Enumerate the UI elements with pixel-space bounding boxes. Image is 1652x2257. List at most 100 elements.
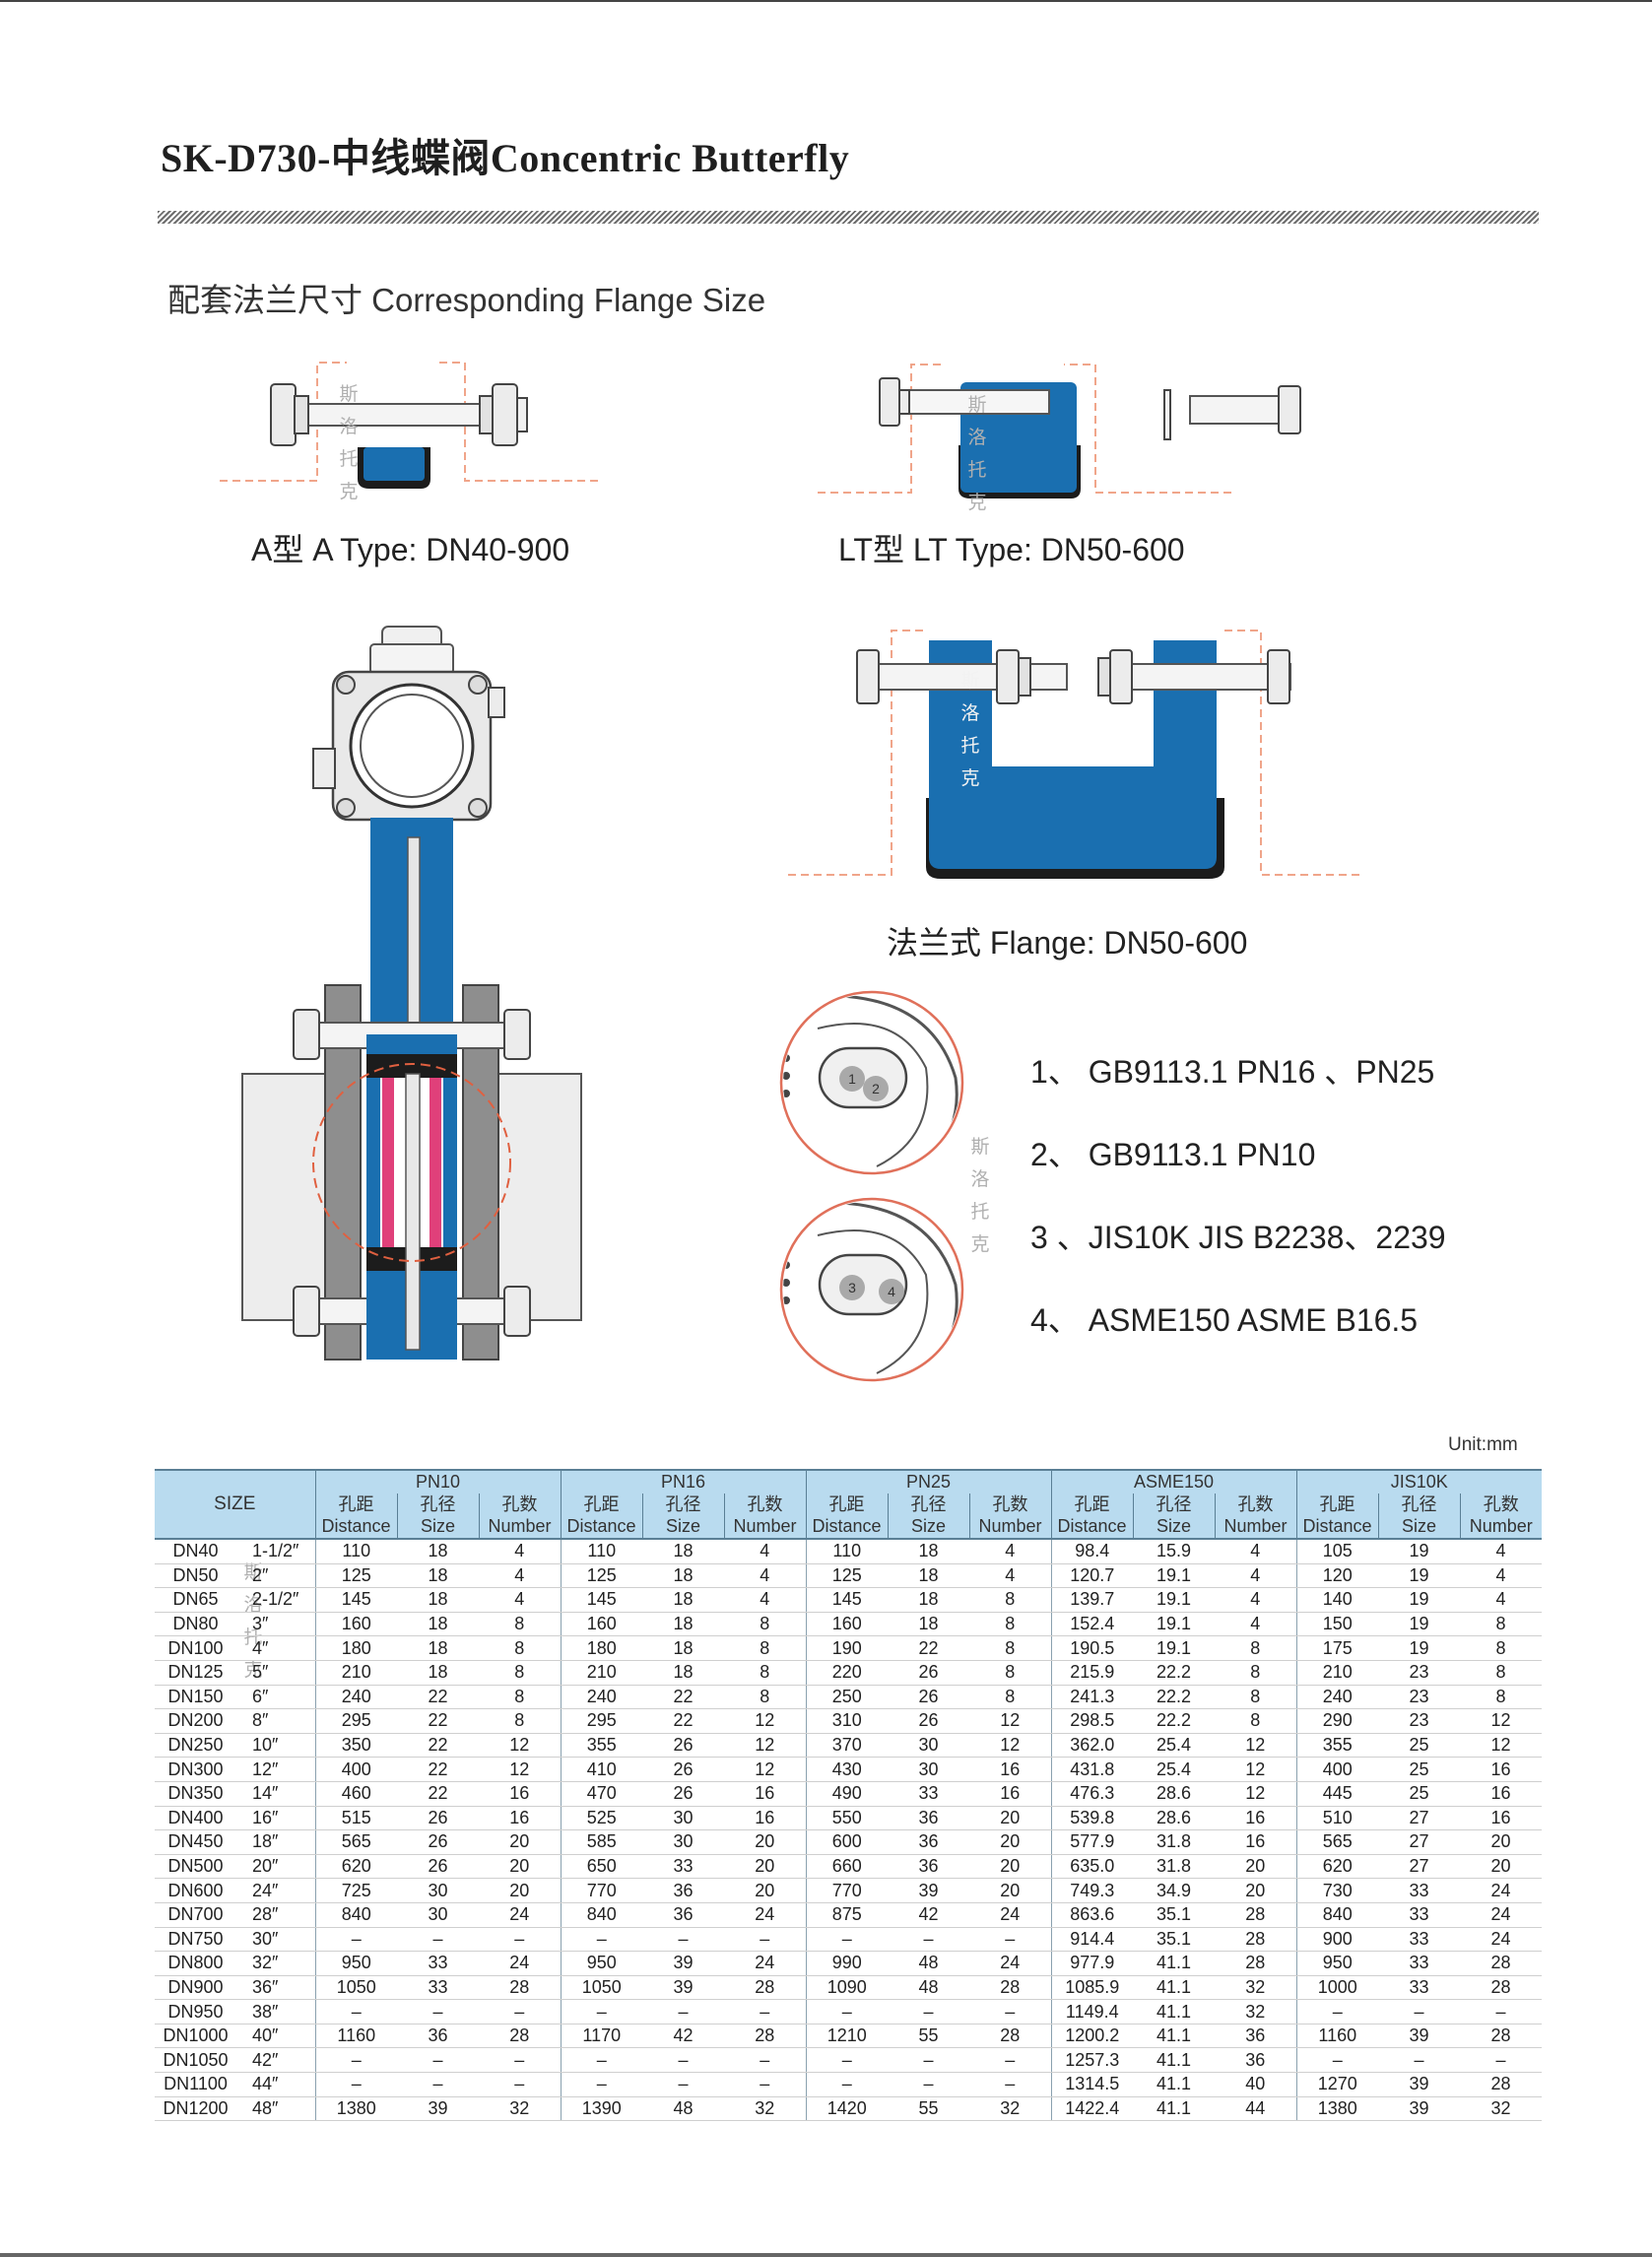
value-cell: 19 xyxy=(1378,1612,1461,1637)
dn-size-cell: DN950 xyxy=(155,1999,236,2025)
value-cell: 900 xyxy=(1295,1927,1379,1953)
value-cell: 28.6 xyxy=(1133,1806,1216,1831)
value-cell: 400 xyxy=(314,1757,398,1782)
value-cell: 1160 xyxy=(1295,2024,1379,2049)
value-cell: – xyxy=(642,2047,725,2074)
value-cell: 577.9 xyxy=(1050,1829,1134,1855)
value-cell: 18 xyxy=(888,1563,970,1589)
value-cell: 28 xyxy=(1215,1927,1297,1953)
value-cell: 32 xyxy=(724,2096,807,2122)
value-cell: 12 xyxy=(724,1757,807,1782)
value-cell: 20 xyxy=(969,1854,1052,1880)
value-cell: – xyxy=(1295,1999,1379,2025)
dn-size-cell: DN40 xyxy=(155,1537,236,1564)
value-cell: 28 xyxy=(1215,1951,1297,1976)
value-cell: 660 xyxy=(805,1854,889,1880)
value-cell: 1200.2 xyxy=(1050,2024,1134,2049)
value-cell: 39 xyxy=(397,2096,480,2122)
value-cell: 33 xyxy=(397,1951,480,1976)
value-cell: 4 xyxy=(724,1563,807,1589)
value-cell: 240 xyxy=(1295,1685,1379,1710)
detail-label-2: 2 xyxy=(863,1076,889,1101)
value-cell: 19 xyxy=(1378,1537,1461,1564)
value-cell: 18 xyxy=(642,1587,725,1613)
value-cell: 12 xyxy=(969,1733,1052,1759)
value-cell: 8 xyxy=(1215,1685,1297,1710)
value-cell: 28 xyxy=(479,1975,562,2001)
a-type-diagram xyxy=(220,362,598,489)
value-cell: – xyxy=(642,1927,725,1953)
value-cell: 35.1 xyxy=(1133,1902,1216,1928)
flange-type-diagram xyxy=(788,630,1359,879)
value-cell: 33 xyxy=(1378,1902,1461,1928)
value-cell: 18 xyxy=(397,1612,480,1637)
page-top-border xyxy=(0,0,1652,2)
standard-item: 4、 ASME150 ASME B16.5 xyxy=(1030,1302,1419,1338)
value-cell: – xyxy=(479,2047,562,2074)
value-cell: 36 xyxy=(888,1854,970,1880)
value-cell: 26 xyxy=(888,1660,970,1686)
value-cell: 24 xyxy=(1460,1902,1543,1928)
value-cell: 110 xyxy=(560,1537,643,1564)
value-cell: 24 xyxy=(969,1951,1052,1976)
value-cell: 42 xyxy=(642,2024,725,2049)
value-cell: 30 xyxy=(888,1757,970,1782)
value-cell: 19.1 xyxy=(1133,1635,1216,1661)
value-cell: 1380 xyxy=(1295,2096,1379,2122)
value-cell: 36 xyxy=(397,2024,480,2049)
value-cell: 8 xyxy=(1460,1635,1543,1661)
value-cell: 31.8 xyxy=(1133,1829,1216,1855)
dn-size-cell: DN1200 xyxy=(155,2096,236,2122)
value-cell: 8 xyxy=(1215,1660,1297,1686)
dn-size-cell: DN250 xyxy=(155,1733,236,1759)
value-cell: 24 xyxy=(724,1902,807,1928)
value-cell: 770 xyxy=(805,1878,889,1903)
page-title: SK-D730-中线蝶阀Concentric Butterfly xyxy=(161,136,850,180)
value-cell: 25 xyxy=(1378,1781,1461,1807)
value-cell: 875 xyxy=(805,1902,889,1928)
dn-size-cell: DN500 xyxy=(155,1854,236,1880)
detail-label-4: 4 xyxy=(879,1279,904,1304)
value-cell: 35.1 xyxy=(1133,1927,1216,1953)
value-cell: 1380 xyxy=(314,2096,398,2122)
dn-size-cell: DN600 xyxy=(155,1878,236,1903)
value-cell: 23 xyxy=(1378,1685,1461,1710)
value-cell: 41.1 xyxy=(1133,1975,1216,2001)
value-cell: 18 xyxy=(642,1537,725,1564)
value-cell: 28 xyxy=(724,1975,807,2001)
value-cell: 22 xyxy=(642,1708,725,1734)
value-cell: 460 xyxy=(314,1781,398,1807)
value-cell: 12 xyxy=(479,1733,562,1759)
value-cell: – xyxy=(314,2047,398,2074)
value-cell: 4 xyxy=(1460,1537,1543,1564)
value-cell: 41.1 xyxy=(1133,1999,1216,2025)
value-cell: 180 xyxy=(314,1635,398,1661)
dn-size-cell: DN700 xyxy=(155,1902,236,1928)
inch-size-cell: 5″ xyxy=(236,1660,316,1686)
inch-size-cell: 24″ xyxy=(236,1878,316,1903)
value-cell: 355 xyxy=(560,1733,643,1759)
value-cell: – xyxy=(560,1999,643,2025)
value-cell: 490 xyxy=(805,1781,889,1807)
value-cell: 298.5 xyxy=(1050,1708,1134,1734)
value-cell: 48 xyxy=(888,1975,970,2001)
dn-size-cell: DN50 xyxy=(155,1563,236,1589)
value-cell: – xyxy=(397,1927,480,1953)
value-cell: 24 xyxy=(479,1951,562,1976)
value-cell: 33 xyxy=(1378,1975,1461,2001)
value-cell: 18 xyxy=(888,1587,970,1613)
value-cell: 26 xyxy=(642,1757,725,1782)
value-cell: 190.5 xyxy=(1050,1635,1134,1661)
inch-size-cell: 10″ xyxy=(236,1733,316,1759)
